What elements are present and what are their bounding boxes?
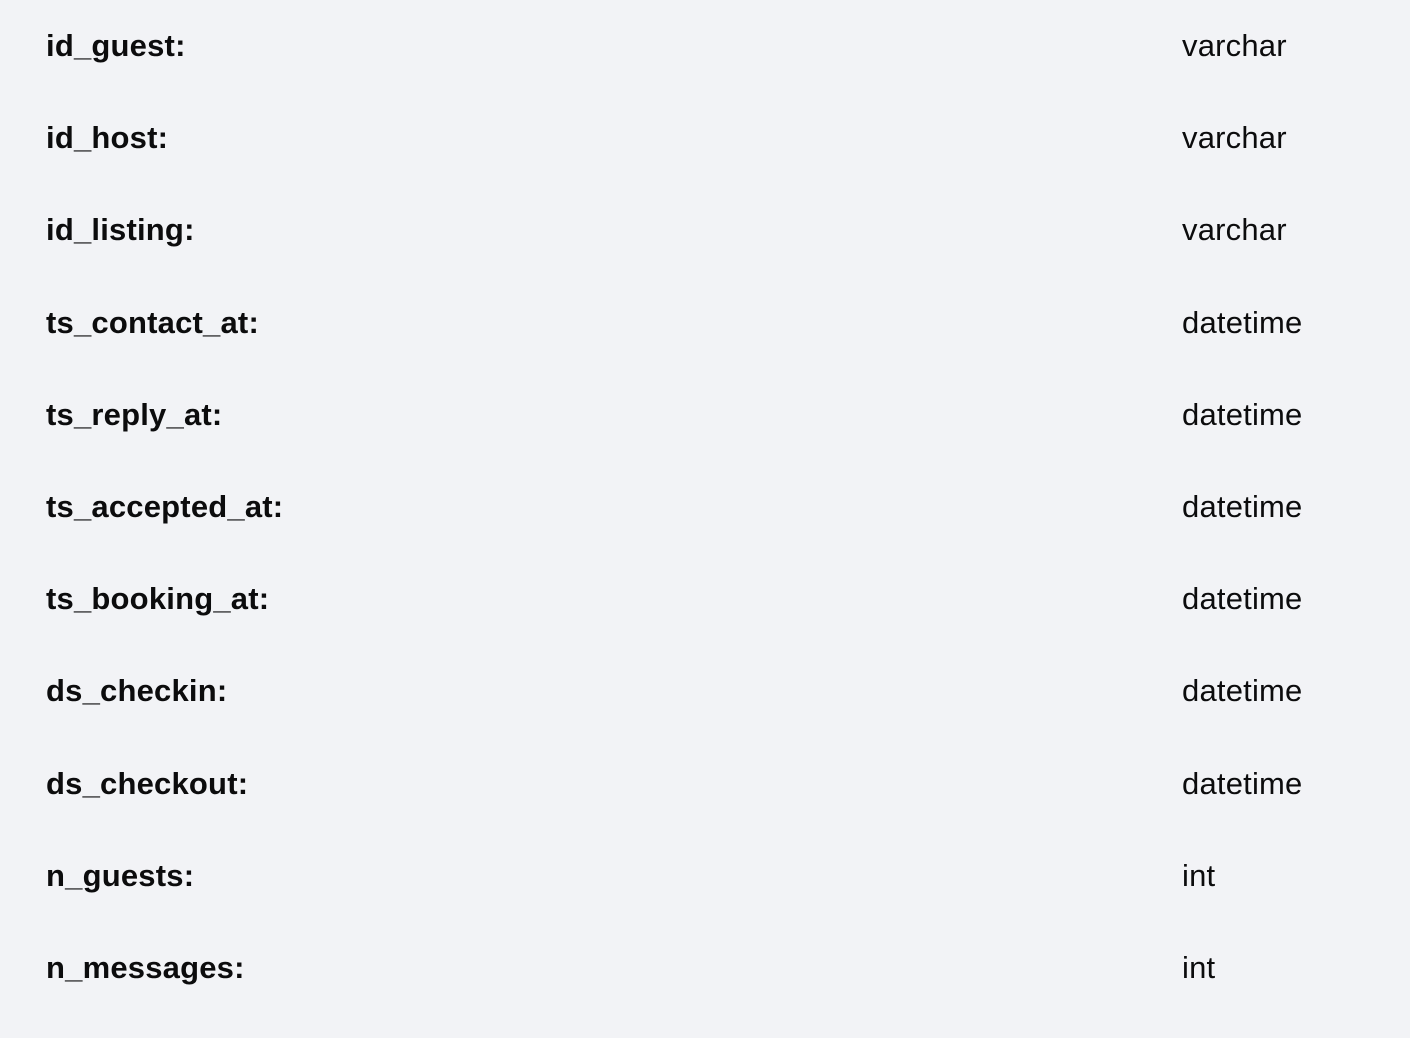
field-name-label: n_messages: (46, 949, 245, 985)
field-name-label: id_host: (46, 120, 169, 156)
schema-field-row: ds_checkin: datetime (46, 645, 1410, 737)
field-type-label: datetime (1182, 581, 1303, 617)
field-name-label: ts_accepted_at: (46, 489, 284, 525)
field-name-label: ds_checkout: (46, 765, 249, 801)
field-name-label: n_guests: (46, 857, 195, 893)
schema-field-row: ds_checkout: datetime (46, 738, 1410, 830)
field-type-label: datetime (1182, 489, 1303, 525)
field-name-label: ds_checkin: (46, 673, 228, 709)
field-type-label: varchar (1182, 120, 1287, 156)
field-type-label: datetime (1182, 396, 1303, 432)
field-name-label: ts_contact_at: (46, 304, 259, 340)
field-name-label: id_listing: (46, 212, 195, 248)
field-name-label: ts_reply_at: (46, 396, 223, 432)
field-name-label: id_guest: (46, 28, 186, 64)
schema-field-row: id_guest: varchar (46, 0, 1410, 92)
schema-field-row: ts_booking_at: datetime (46, 553, 1410, 645)
schema-field-row: ts_accepted_at: datetime (46, 461, 1410, 553)
field-type-label: datetime (1182, 673, 1303, 709)
schema-field-row: ts_contact_at: datetime (46, 277, 1410, 369)
field-name-label: ts_booking_at: (46, 581, 270, 617)
schema-field-row: id_listing: varchar (46, 184, 1410, 276)
field-type-label: varchar (1182, 212, 1287, 248)
field-type-label: varchar (1182, 28, 1287, 64)
schema-field-row: n_messages: int (46, 922, 1410, 1014)
field-type-label: int (1182, 857, 1216, 893)
schema-field-row: id_host: varchar (46, 92, 1410, 184)
field-type-label: datetime (1182, 765, 1303, 801)
field-type-label: int (1182, 949, 1216, 985)
field-type-label: datetime (1182, 304, 1303, 340)
schema-field-row: ts_reply_at: datetime (46, 369, 1410, 461)
schema-field-row: n_guests: int (46, 830, 1410, 922)
